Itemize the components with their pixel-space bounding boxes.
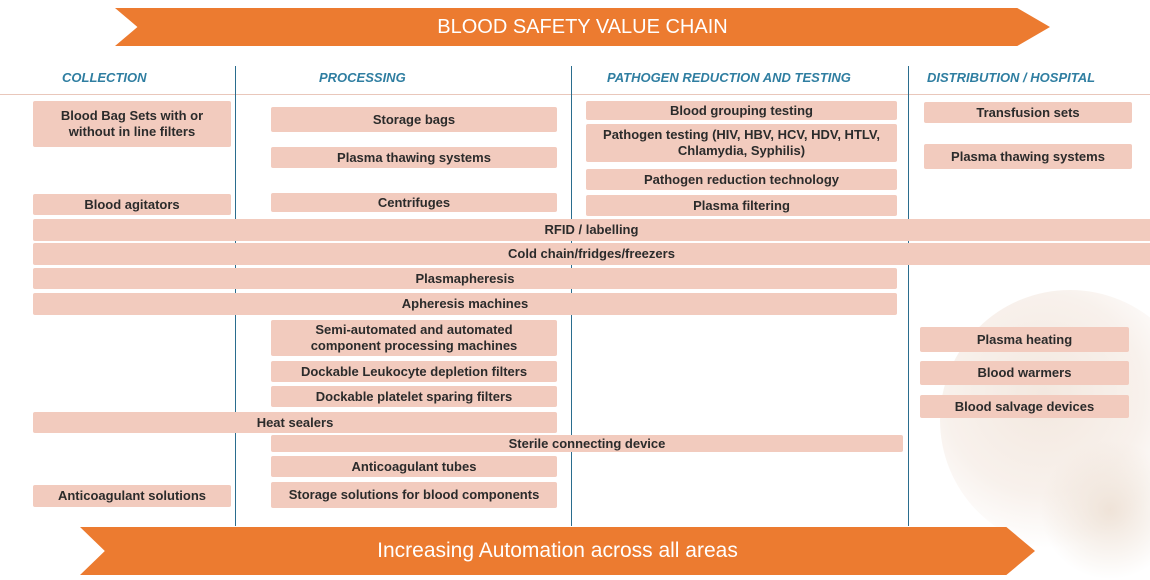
column-header-distribution: DISTRIBUTION / HOSPITAL (927, 70, 1096, 85)
column-header-processing: PROCESSING (319, 70, 406, 85)
top-banner: BLOOD SAFETY VALUE CHAIN (115, 8, 1050, 46)
item-cold-chain: Cold chain/fridges/freezers (33, 243, 1150, 265)
item-plasma-filtering: Plasma filtering (586, 195, 897, 216)
item-plasma-thawing-systems: Plasma thawing systems (271, 147, 557, 168)
item-heat-sealers: Heat sealers (33, 412, 557, 433)
column-header-collection: COLLECTION (62, 70, 147, 85)
item-pathogen-testing: Pathogen testing (HIV, HBV, HCV, HDV, HT… (586, 124, 897, 162)
banner-title: BLOOD SAFETY VALUE CHAIN (437, 15, 728, 38)
item-centrifuges: Centrifuges (271, 193, 557, 212)
item-sterile-connecting-device: Sterile connecting device (271, 435, 903, 452)
item-storage-solutions: Storage solutions for blood components (271, 482, 557, 508)
column-divider (908, 66, 909, 526)
item-plasma-heating: Plasma heating (920, 327, 1129, 352)
item-transfusion-sets: Transfusion sets (924, 102, 1132, 123)
item-blood-bag-sets: Blood Bag Sets with or without in line f… (33, 101, 231, 147)
item-blood-warmers: Blood warmers (920, 361, 1129, 385)
item-storage-bags: Storage bags (271, 107, 557, 132)
item-pathogen-reduction: Pathogen reduction technology (586, 169, 897, 190)
column-header-pathogen: PATHOGEN REDUCTION AND TESTING (607, 70, 851, 85)
item-plasmapheresis: Plasmapheresis (33, 268, 897, 289)
item-anticoagulant-tubes: Anticoagulant tubes (271, 456, 557, 477)
banner-title: Increasing Automation across all areas (377, 539, 738, 562)
item-dockable-platelet-filters: Dockable platelet sparing filters (271, 386, 557, 407)
item-dockable-leukocyte-filters: Dockable Leukocyte depletion filters (271, 361, 557, 382)
item-semi-automated-machines: Semi-automated and automated component p… (271, 320, 557, 356)
bottom-banner: Increasing Automation across all areas (80, 527, 1035, 575)
item-blood-grouping-testing: Blood grouping testing (586, 101, 897, 120)
item-rfid-labelling: RFID / labelling (33, 219, 1150, 241)
item-anticoagulant-solutions: Anticoagulant solutions (33, 485, 231, 507)
item-apheresis-machines: Apheresis machines (33, 293, 897, 315)
item-blood-agitators: Blood agitators (33, 194, 231, 215)
item-plasma-thawing-systems-dist: Plasma thawing systems (924, 144, 1132, 169)
decorative-background (1040, 440, 1150, 580)
item-blood-salvage-devices: Blood salvage devices (920, 395, 1129, 418)
header-divider (0, 94, 1150, 95)
